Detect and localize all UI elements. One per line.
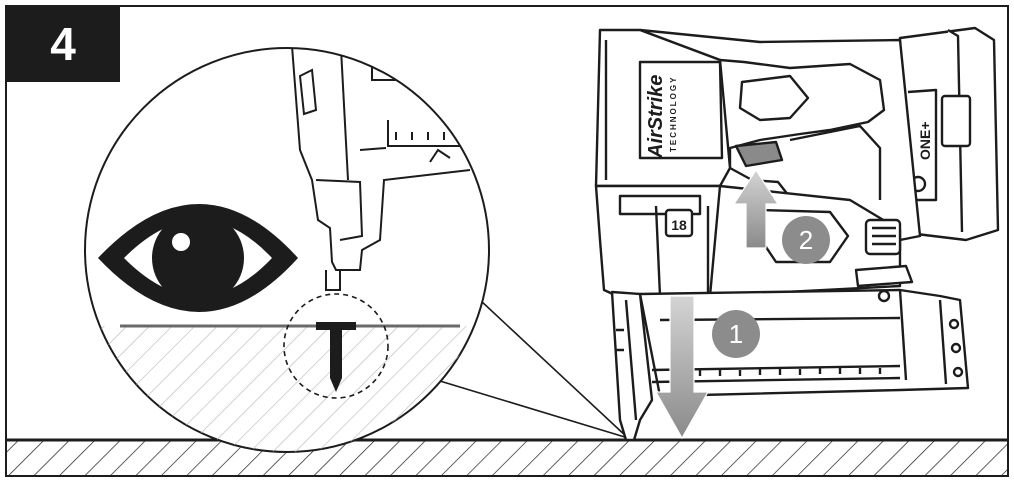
nail-focus-circle xyxy=(283,293,389,399)
arrow-up-icon xyxy=(732,168,780,249)
brand-logo: AirStrike xyxy=(645,75,667,159)
callout-1: 1 xyxy=(712,310,760,358)
trigger xyxy=(734,140,784,168)
arrow-down-icon xyxy=(654,295,710,440)
work-surface xyxy=(6,438,1008,476)
callout-2-label: 2 xyxy=(799,225,813,255)
nail-icon xyxy=(316,322,356,392)
callout-2: 2 xyxy=(782,216,830,264)
brad-nailer xyxy=(594,26,1000,442)
callout-1-label: 1 xyxy=(729,319,743,349)
magazine-badge-box xyxy=(664,208,694,238)
step-number-badge: 4 xyxy=(6,6,120,82)
brand-subtext: TECHNOLOGY xyxy=(669,76,678,152)
eye-icon xyxy=(98,204,298,312)
magazine-badge-text: 18 xyxy=(671,217,687,233)
battery-label: ONE+ xyxy=(917,121,933,160)
battery-pack xyxy=(898,26,1000,242)
